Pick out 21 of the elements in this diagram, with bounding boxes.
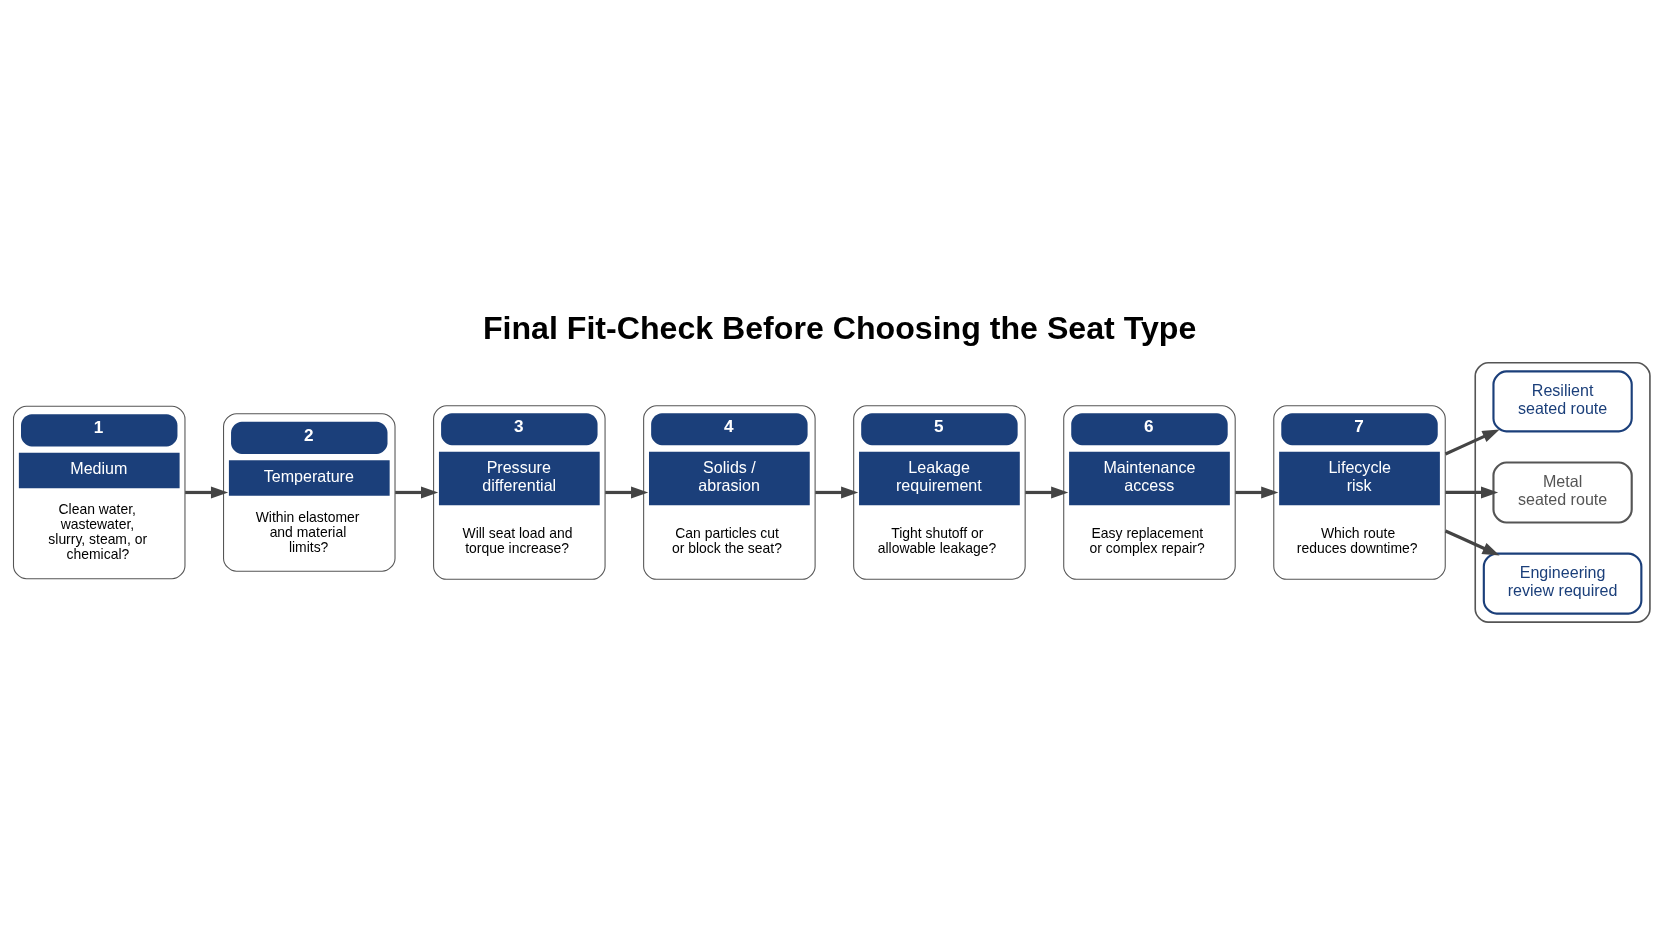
arrow: [1235, 486, 1279, 499]
node-box: Engineering review required: [1482, 552, 1643, 615]
arrow: [395, 486, 439, 499]
node-box: Metal seated route: [1492, 461, 1633, 524]
node-box: 4 Solids / abrasion Can particles cut or block the seat?: [643, 405, 816, 580]
arrow: [1025, 486, 1069, 499]
node-box: 6 Maintenance access Easy replacement or complex repair?: [1063, 405, 1236, 580]
node-box: 3 Pressure differential Will seat load and torque increase?: [433, 405, 606, 580]
diagram-title: Final Fit-Check Before Choosing the Seat Type: [482, 310, 1197, 347]
cluster: [1474, 362, 1651, 623]
arrow: [605, 486, 649, 499]
node-box: 1 Medium Clean water, wastewater, slurry, steam, or chemical?: [12, 405, 186, 580]
node-box: 7 Lifecycle risk Which route reduces downtime?: [1273, 405, 1446, 580]
node-box: 5 Leakage requirement Tight shutoff or allowable leakage?: [853, 405, 1026, 580]
arrow: [185, 486, 229, 499]
arrow: [1445, 486, 1499, 499]
node-box: Resilient seated route: [1492, 370, 1633, 433]
arrow: [815, 486, 859, 499]
node-box: 2 Temperature Within elastomer and material limits?: [223, 413, 396, 572]
arrow: [1444, 529, 1500, 556]
arrow: [1444, 429, 1500, 456]
